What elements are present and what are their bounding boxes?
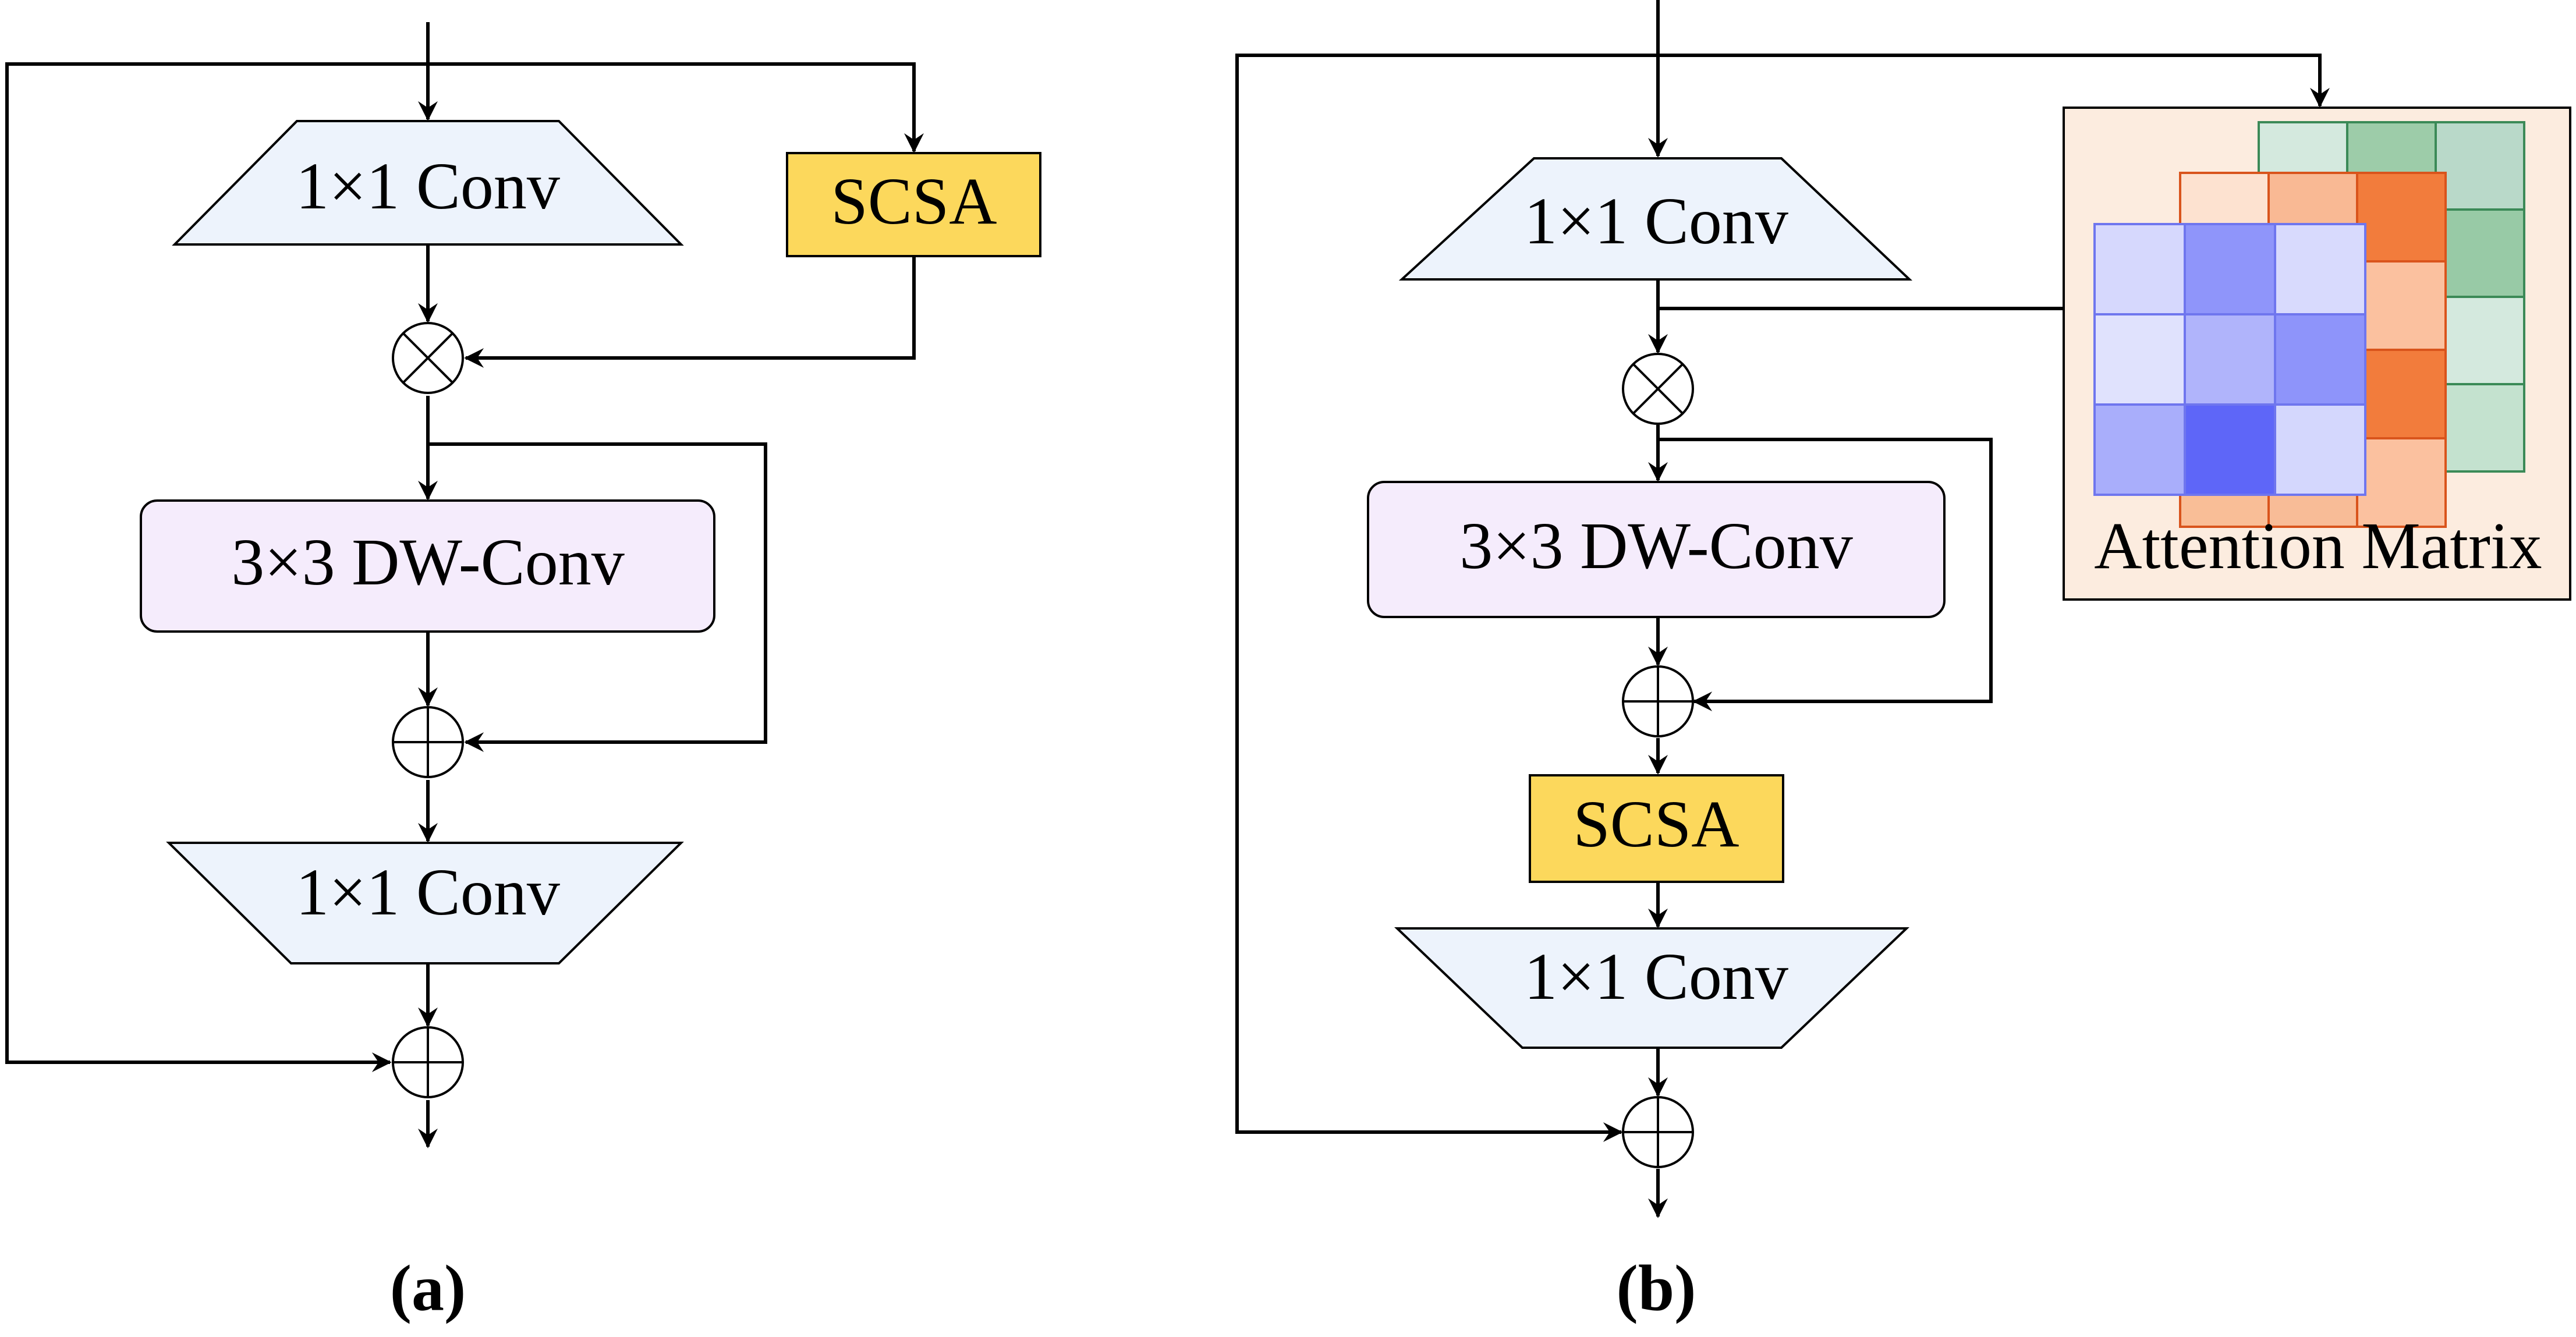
matrix-blue-cell bbox=[2093, 403, 2186, 496]
matrix-blue-cell bbox=[2274, 313, 2366, 406]
conv-top-block: 1×1 Conv bbox=[172, 120, 684, 246]
conv-top-label-b: 1×1 Conv bbox=[1524, 184, 1788, 258]
matrix-blue-cell bbox=[2274, 403, 2366, 496]
scsa-shape bbox=[786, 152, 1041, 257]
panel-a-connections bbox=[5, 22, 924, 1148]
matrix-blue-cell bbox=[2274, 223, 2366, 315]
add-op-residual bbox=[392, 706, 464, 778]
multiply-op bbox=[392, 322, 464, 394]
panel-a: 1×1 Conv SCSA 3×3 DW-Conv 1×1 Conv bbox=[5, 22, 1041, 1325]
scsa-label-b: SCSA bbox=[1573, 787, 1739, 861]
scsa-block-b: SCSA bbox=[1529, 774, 1784, 883]
dwconv-label-b: 3×3 DW-Conv bbox=[1459, 509, 1852, 583]
conv-top-shape bbox=[172, 120, 684, 246]
add-op-final-b bbox=[1622, 1096, 1694, 1168]
matrix-blue-layer bbox=[2093, 223, 2366, 496]
conv-bottom-shape bbox=[166, 842, 684, 964]
matrix-green-cell bbox=[2435, 121, 2525, 211]
matrix-green-cell bbox=[2435, 208, 2525, 298]
matrix-green-cell bbox=[2435, 383, 2525, 473]
conv-bottom-label: 1×1 Conv bbox=[296, 855, 560, 929]
add-op-final bbox=[392, 1026, 464, 1098]
multiply-op-b bbox=[1622, 353, 1694, 425]
matrix-blue-cell bbox=[2093, 313, 2186, 406]
scsa-block: SCSA bbox=[786, 152, 1041, 257]
matrix-orange-cell bbox=[2356, 172, 2447, 263]
matrix-orange-cell bbox=[2356, 349, 2447, 439]
scsa-shape-b bbox=[1529, 774, 1784, 883]
panel-b-caption: (b) bbox=[1617, 1253, 1696, 1325]
conv-top-shape-b bbox=[1398, 157, 1913, 281]
dwconv-block-b: 3×3 DW-Conv bbox=[1367, 481, 1946, 618]
matrix-blue-cell bbox=[2184, 313, 2276, 406]
panel-b: Attention Matrix 1×1 Conv bbox=[1235, 0, 2571, 1325]
matrix-orange-cell bbox=[2356, 437, 2447, 528]
matrix-orange-cell bbox=[2356, 260, 2447, 351]
conv-top-block-b: 1×1 Conv bbox=[1398, 157, 1913, 281]
matrix-blue-cell bbox=[2184, 403, 2276, 496]
matrix-green-cell bbox=[2435, 296, 2525, 385]
conv-bottom-shape-b bbox=[1394, 927, 1909, 1049]
matrix-blue-cell bbox=[2184, 223, 2276, 315]
dwconv-label: 3×3 DW-Conv bbox=[231, 525, 624, 599]
conv-bottom-label-b: 1×1 Conv bbox=[1524, 939, 1788, 1013]
add-op-residual-b bbox=[1622, 665, 1694, 737]
panel-b-connections bbox=[1235, 0, 2330, 1218]
dwconv-block: 3×3 DW-Conv bbox=[140, 499, 715, 633]
attention-matrix-label: Attention Matrix bbox=[2094, 509, 2542, 583]
panel-a-caption: (a) bbox=[390, 1253, 466, 1325]
scsa-label: SCSA bbox=[831, 164, 997, 238]
dwconv-shape bbox=[140, 499, 715, 633]
attention-matrix-panel: Attention Matrix bbox=[2063, 107, 2571, 601]
conv-top-label: 1×1 Conv bbox=[296, 149, 560, 223]
dwconv-shape-b bbox=[1367, 481, 1946, 618]
matrix-blue-cell bbox=[2093, 223, 2186, 315]
conv-bottom-block: 1×1 Conv bbox=[166, 842, 684, 964]
conv-bottom-block-b: 1×1 Conv bbox=[1394, 927, 1909, 1049]
